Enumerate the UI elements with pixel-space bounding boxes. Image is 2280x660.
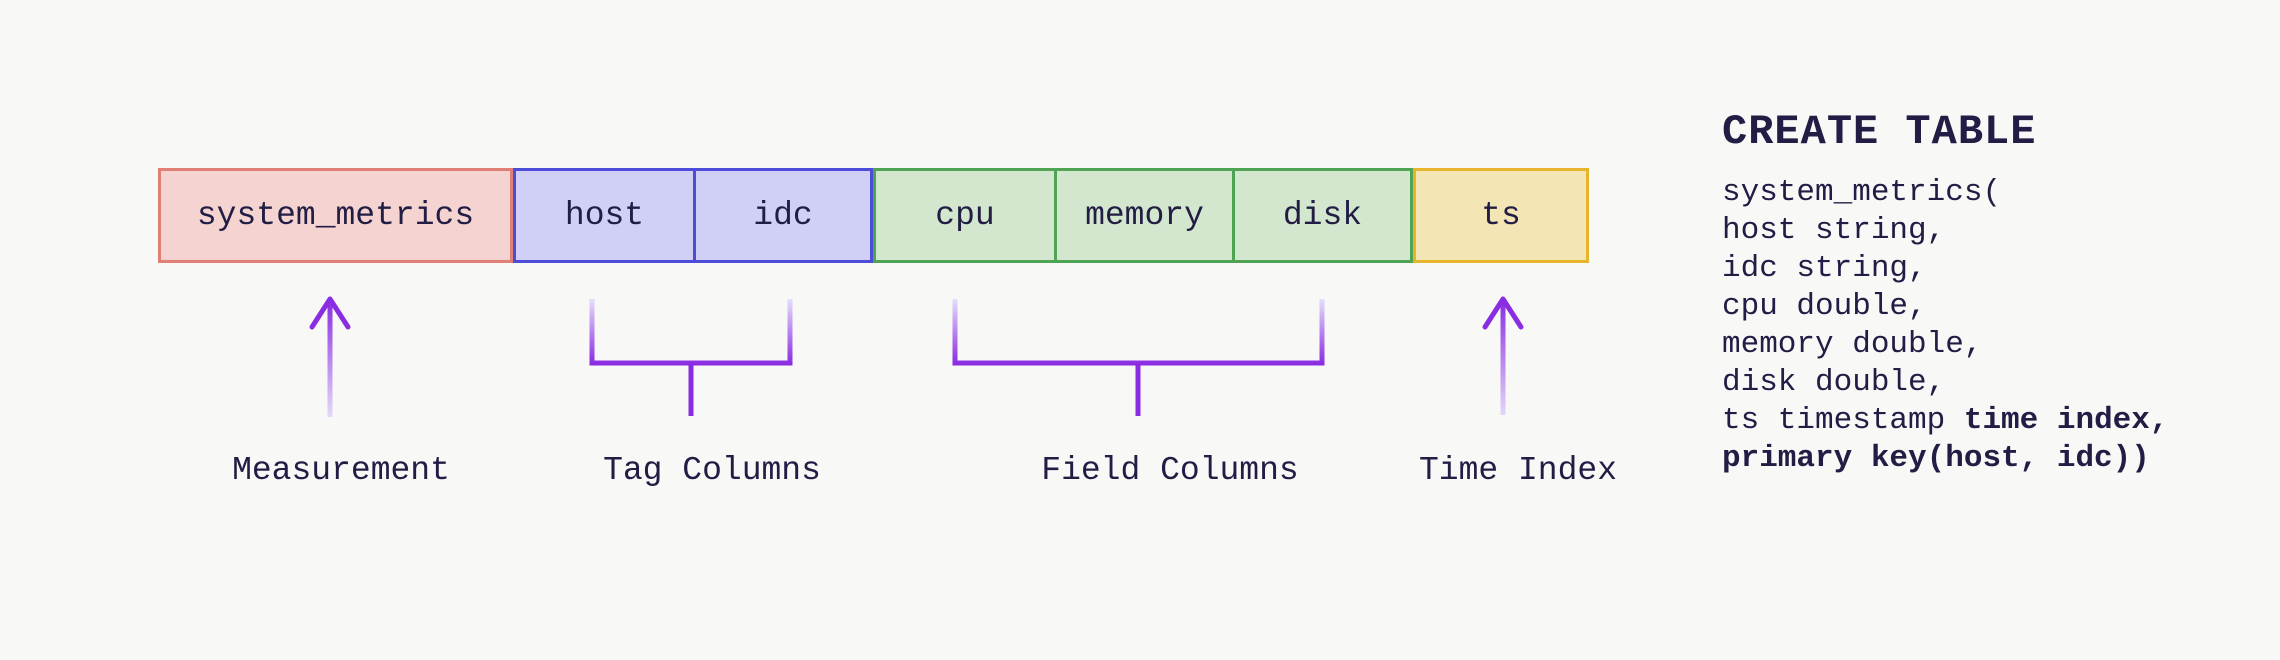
tag-cell-host: host xyxy=(516,171,693,260)
tag-cell-idc: idc xyxy=(693,171,870,260)
field-cell-disk-label: disk xyxy=(1282,197,1363,234)
tag-cell-host-label: host xyxy=(564,197,645,234)
sql-heading: CREATE TABLE xyxy=(1722,108,2037,156)
measurement-label: Measurement xyxy=(232,452,450,489)
sql-lines: system_metrics(host string,idc string,cp… xyxy=(1722,174,2168,478)
tag-columns-label: Tag Columns xyxy=(603,452,821,489)
sql-line: host string, xyxy=(1722,213,1946,248)
sql-snippet: CREATE TABLE system_metrics(host string,… xyxy=(1722,110,2168,478)
time-index-arrow xyxy=(1482,296,1524,415)
sql-line: memory double, xyxy=(1722,327,1983,362)
measurement-segment: system_metrics xyxy=(158,168,513,263)
time-index-label: Time Index xyxy=(1418,452,1618,489)
measurement-arrow xyxy=(309,296,351,417)
field-columns-bracket xyxy=(952,299,1325,416)
measurement-cell-label: system_metrics xyxy=(196,197,475,234)
field-cell-memory: memory xyxy=(1053,171,1232,260)
time-cell-ts: ts xyxy=(1416,171,1586,260)
field-cell-cpu: cpu xyxy=(876,171,1054,260)
schema-strip: system_metrics host idc cpu memory disk xyxy=(158,168,1589,263)
field-cell-cpu-label: cpu xyxy=(935,197,995,234)
measurement-cell: system_metrics xyxy=(161,171,510,260)
field-columns-label: Field Columns xyxy=(1041,452,1299,489)
sql-line: primary key(host, idc)) xyxy=(1722,441,2150,476)
tag-columns-bracket xyxy=(589,299,793,416)
field-cell-disk: disk xyxy=(1231,171,1410,260)
sql-line: disk double, xyxy=(1722,365,1946,400)
tag-cell-idc-label: idc xyxy=(753,197,813,234)
field-columns-segment: cpu memory disk xyxy=(873,168,1413,263)
sql-line: ts timestamp time index, xyxy=(1722,403,2169,438)
sql-line: cpu double, xyxy=(1722,289,1927,324)
sql-line: idc string, xyxy=(1722,251,1927,286)
sql-line: system_metrics( xyxy=(1722,175,2002,210)
tag-columns-segment: host idc xyxy=(513,168,873,263)
time-cell-ts-label: ts xyxy=(1481,197,1521,234)
field-cell-memory-label: memory xyxy=(1085,197,1204,234)
time-index-segment: ts xyxy=(1413,168,1589,263)
